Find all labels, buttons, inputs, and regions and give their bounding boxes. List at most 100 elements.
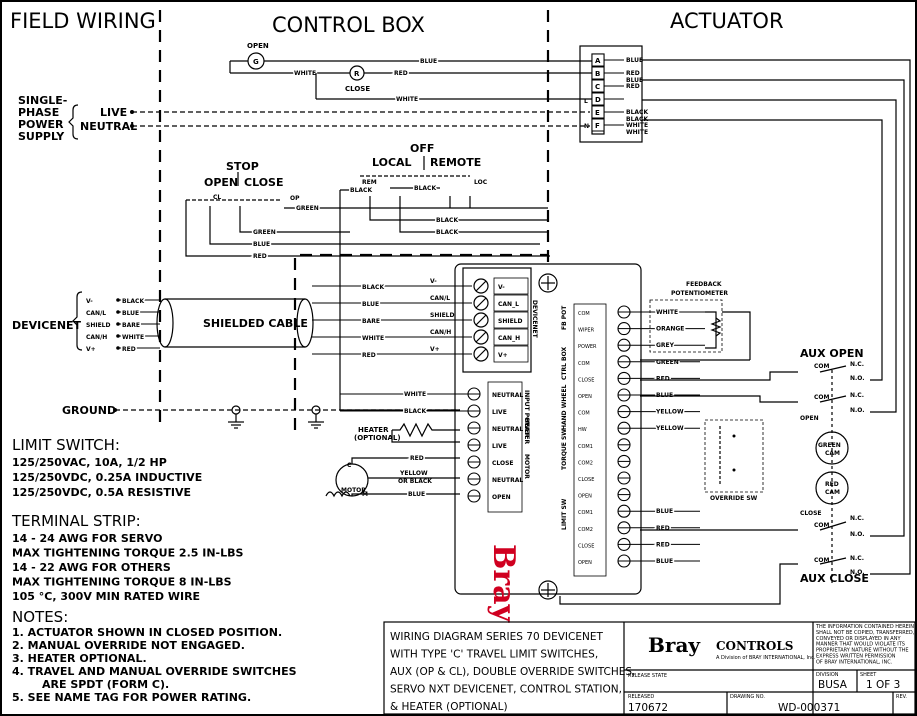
svg-text:CLOSE: CLOSE [244,176,283,189]
devicenet-wire-label: BLUE [362,301,379,308]
svg-text:TERMINAL STRIP:: TERMINAL STRIP: [11,512,141,530]
wire-color-label: RED [656,541,670,548]
group-label: TORQUE SW [561,429,568,470]
group-label: HAND WHEEL [561,384,568,430]
legal-line: EXPRESS WRITTEN PERMISSION [816,654,896,660]
svg-text:BLUE: BLUE [253,241,270,248]
terminal-label: COM2 [578,527,593,533]
svg-text:RED: RED [253,253,267,260]
override-switch: OVERRIDE SW [704,419,764,502]
svg-text:BLACK: BLACK [350,187,372,194]
terminal-label: CAN_L [498,301,519,308]
wire-color-label: BLACK [626,109,648,116]
feedback-pot: FEEDBACK POTENTIOMETER [640,281,751,361]
group-label: MOTOR [523,454,530,479]
lamp-open-label: OPEN [247,42,269,50]
svg-text:L: L [584,98,588,105]
text-line: MAX TIGHTENING TORQUE 2.5 IN-LBS [12,547,244,560]
control-station: OPEN G BLUE WHITE R CLOSE RED WHITE STOP… [185,42,592,411]
svg-text:G: G [253,58,259,66]
terminal-label: CLOSE [578,543,594,549]
text-line: 125/250VDC, 0.25A INDUCTIVE [12,471,202,484]
wire-color-label: BLUE [656,508,673,515]
group-label: CTRL BOX [561,347,568,380]
terminal-label: NEUTRAL [492,477,523,484]
svg-text:NOTES:: NOTES: [12,608,68,626]
legal-line: OF BRAY INTERNATIONAL, INC. [816,659,893,665]
svg-text:RELEASED: RELEASED [628,694,654,700]
devicenet-wire-label: BLUE [122,310,139,317]
svg-text:N.O.: N.O. [850,569,865,576]
svg-text:REV.: REV. [896,694,907,700]
limit-switch-specs: LIMIT SWITCH: 125/250VAC, 10A, 1/2 HP125… [12,436,202,499]
wire-color-label: WHITE [626,122,648,129]
devicenet-pin-label: V+ [86,346,96,353]
svg-text:LOCAL: LOCAL [372,156,412,169]
terminal-label: WIPER [578,328,595,334]
group-label: FB POT [561,305,568,330]
wire-color-label: ORANGE [656,326,684,333]
text-line: 14 - 24 AWG FOR SERVO [12,532,162,545]
devicenet-wire-label: RED [122,346,136,353]
svg-text:A Division of BRAY INTERNATION: A Division of BRAY INTERNATIONAL, Inc. [716,655,816,661]
wire-color-label: BLACK [404,408,426,415]
drawing-number: WD-000371 [778,702,840,714]
text-line: ARE SPDT (FORM C). [42,678,169,691]
devicenet-wire-label: BLACK [362,284,384,291]
terminal-label: V- [498,284,505,291]
svg-text:POTENTIOMETER: POTENTIOMETER [671,290,728,297]
svg-text:N.O.: N.O. [850,531,865,538]
terminal-label: OPEN [578,560,592,566]
wire-color-label: RED [626,70,640,77]
svg-text:OPEN: OPEN [204,176,238,189]
svg-text:DIVISION: DIVISION [816,672,839,678]
released-number: 170672 [628,702,668,714]
terminal-letter: C [595,83,600,91]
legal-line: CONVEYED OR DISPLAYED IN ANY [816,636,901,642]
terminal-label: OPEN [578,394,592,400]
terminal-label: V+ [498,352,508,359]
text-line: 1. ACTUATOR SHOWN IN CLOSED POSITION. [12,626,282,639]
wire-color-label: WHITE [404,391,426,398]
text-line: WIRING DIAGRAM SERIES 70 DEVICENET [390,631,603,643]
svg-text:LIMIT SWITCH:: LIMIT SWITCH: [12,436,120,454]
wire-color-label: BLUE [626,57,643,64]
svg-text:MOTOR: MOTOR [341,487,366,494]
terminal-label: HW [578,427,587,433]
devicenet-wire-label: BARE [122,322,140,329]
wire-color-label: GREEN [656,359,679,366]
legal-line: SHALL NOT BE COPIED, TRANSFERRED, [816,630,915,636]
svg-text:COM: COM [814,522,830,529]
svg-text:BLUE: BLUE [408,491,425,498]
terminal-label: CAN_H [498,335,520,342]
wire-color-label: BLACK [626,116,648,123]
svg-text:YELLOW: YELLOW [399,470,428,477]
svg-text:OPEN: OPEN [800,415,819,422]
terminal-label: LIVE [492,443,507,450]
wire-color-label: BLUE [626,77,643,84]
svg-text:GREEN: GREEN [296,205,319,212]
wire-color-label: YELLOW [655,425,684,432]
svg-text:BLACK: BLACK [414,185,436,192]
legal-line: THE INFORMATION CONTAINED HEREIN [815,624,914,630]
text-line: 14 - 22 AWG FOR OTHERS [12,561,171,574]
power-label-3: POWER [18,118,64,131]
devicenet-wire-label: WHITE [362,335,384,342]
wire-color-label: WHITE [656,309,678,316]
wire-color-label: WHITE [626,129,648,136]
svg-text:CLOSE: CLOSE [800,510,822,517]
svg-text:N.C.: N.C. [850,392,864,399]
devicenet-pin-label: V- [86,298,93,305]
wire-color-label: RED [656,525,670,532]
svg-text:N.C.: N.C. [850,555,864,562]
terminal-label: COM1 [578,444,593,450]
terminal-label: CLOSE [578,377,594,383]
terminal-label: LIVE [492,409,507,416]
svg-text:DEVICENET: DEVICENET [531,300,538,339]
header-actuator: ACTUATOR [670,9,784,33]
lamp-close-label: CLOSE [345,85,370,93]
svg-text:OP: OP [290,195,300,202]
svg-text:OVERRIDE SW: OVERRIDE SW [710,495,758,502]
devicenet-label: DEVICENET [12,319,82,332]
